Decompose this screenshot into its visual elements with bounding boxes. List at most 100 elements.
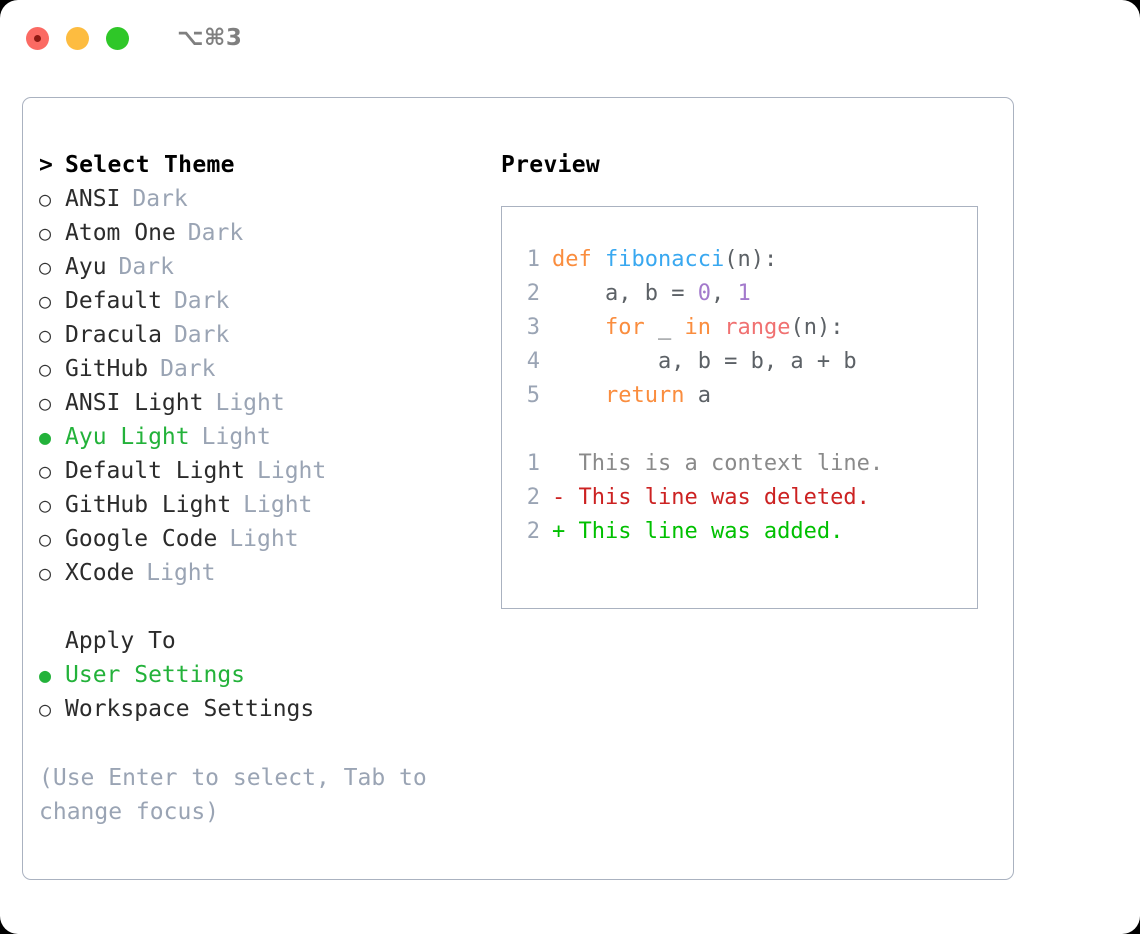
select-theme-heading: > Select Theme <box>39 148 479 182</box>
code-token-kw: def <box>552 247 605 272</box>
theme-variant-badge: Dark <box>160 356 216 382</box>
theme-option-xcode[interactable]: ○ XCode Light <box>39 556 479 590</box>
code-line-number: 2 <box>526 281 540 306</box>
radio-unselected-icon: ○ <box>39 493 52 517</box>
radio-unselected-icon: ○ <box>39 459 52 483</box>
apply-to-option-user-settings[interactable]: ●User Settings <box>39 658 479 692</box>
radio-unselected-icon: ○ <box>39 391 52 415</box>
code-line-number: 3 <box>526 315 540 340</box>
diff-line-del: 2- This line was deleted. <box>514 481 977 515</box>
apply-to-option-workspace-settings[interactable]: ○ Workspace Settings <box>39 692 479 726</box>
code-token-pln: (n): <box>790 315 844 340</box>
diff-marker: + <box>552 519 579 544</box>
code-line-number: 5 <box>526 383 540 408</box>
apply-to-list: ●User Settings ○ Workspace Settings <box>39 658 479 726</box>
diff-line-ctx: 1 This is a context line. <box>514 447 977 481</box>
diff-marker <box>552 451 579 476</box>
minimize-window-button[interactable] <box>66 26 89 50</box>
theme-option-label: ANSI <box>65 186 121 212</box>
theme-option-label: Atom One <box>65 220 176 246</box>
theme-variant-badge: Dark <box>118 254 174 280</box>
theme-variant-badge: Light <box>201 424 271 450</box>
code-token-num: 0 <box>697 281 711 306</box>
theme-option-github[interactable]: ○ GitHub Dark <box>39 352 479 386</box>
code-token-pln: _ <box>644 315 685 340</box>
radio-selected-icon: ● <box>39 425 52 449</box>
theme-option-label: Google Code <box>65 526 218 552</box>
zoom-window-button[interactable] <box>106 26 129 50</box>
radio-unselected-icon: ○ <box>39 255 52 279</box>
theme-option-label: GitHub <box>65 356 149 382</box>
radio-unselected-icon: ○ <box>39 527 52 551</box>
traffic-lights <box>26 26 129 50</box>
close-window-button[interactable] <box>26 26 49 50</box>
code-line-number: 1 <box>526 247 540 272</box>
caret-icon: > <box>39 152 53 178</box>
code-line: 4 a, b = b, a + b <box>514 345 977 379</box>
diff-text: This line was added. <box>578 519 844 544</box>
apply-to-option-label: Workspace Settings <box>65 696 315 722</box>
radio-unselected-icon: ○ <box>39 357 52 381</box>
theme-variant-badge: Light <box>146 560 216 586</box>
hint-line-1: (Use Enter to select, Tab to <box>39 765 427 791</box>
code-token-num: 1 <box>737 281 751 306</box>
code-line: 5 return a <box>514 379 977 413</box>
theme-option-ayu-light[interactable]: ● Ayu Light Light <box>39 420 479 454</box>
code-line: 2 a, b = 0, 1 <box>514 277 977 311</box>
code-token-pln: a <box>684 383 711 408</box>
radio-unselected-icon: ○ <box>39 561 52 585</box>
hint-line-2: change focus) <box>39 799 220 825</box>
radio-unselected-icon: ○ <box>39 697 52 721</box>
apply-to-heading-label: Apply To <box>65 628 176 654</box>
theme-option-label: ANSI Light <box>65 390 204 416</box>
diff-text: This line was deleted. <box>578 485 870 510</box>
theme-option-atom-one[interactable]: ○ Atom One Dark <box>39 216 479 250</box>
code-token-kw: return <box>604 383 685 408</box>
theme-option-label: XCode <box>65 560 135 586</box>
diff-line-add: 2 + This line was added. <box>514 515 977 549</box>
code-diff-spacer <box>514 413 977 447</box>
section-spacer <box>39 590 479 624</box>
select-theme-heading-label: Select Theme <box>65 152 235 178</box>
code-token-pln: (n): <box>724 247 778 272</box>
theme-variant-badge: Dark <box>132 186 188 212</box>
code-line: 1 def fibonacci(n): <box>514 243 977 277</box>
theme-option-label: GitHub Light <box>65 492 232 518</box>
code-token-pln: a, b = <box>552 281 698 306</box>
code-token-fn: fibonacci <box>604 247 725 272</box>
theme-option-label: Ayu Light <box>65 424 190 450</box>
theme-variant-badge: Dark <box>187 220 244 246</box>
diff-text: This is a context line. <box>578 451 884 476</box>
diff-line-number: 2 <box>526 519 540 544</box>
code-token-pln <box>552 383 605 408</box>
diff-marker: - <box>552 485 579 510</box>
theme-variant-badge: Light <box>229 526 299 552</box>
diff-line-number: 2 <box>526 485 540 510</box>
diff-sample: 1 This is a context line.2- This line wa… <box>514 447 977 549</box>
title-bar: ⌥⌘3 <box>0 0 1140 76</box>
keyboard-hint-text: (Use Enter to select, Tab to change focu… <box>39 761 449 829</box>
code-token-kw: for <box>604 315 645 340</box>
radio-unselected-icon: ○ <box>39 221 52 245</box>
apply-to-heading: Apply To <box>39 624 479 658</box>
theme-option-google-code[interactable]: ○ Google Code Light <box>39 522 479 556</box>
code-line: 3 for _ in range(n): <box>514 311 977 345</box>
code-token-pln: , <box>710 281 738 306</box>
theme-variant-badge: Dark <box>173 288 230 314</box>
code-token-call: range <box>724 315 791 340</box>
code-token-pln <box>552 315 605 340</box>
